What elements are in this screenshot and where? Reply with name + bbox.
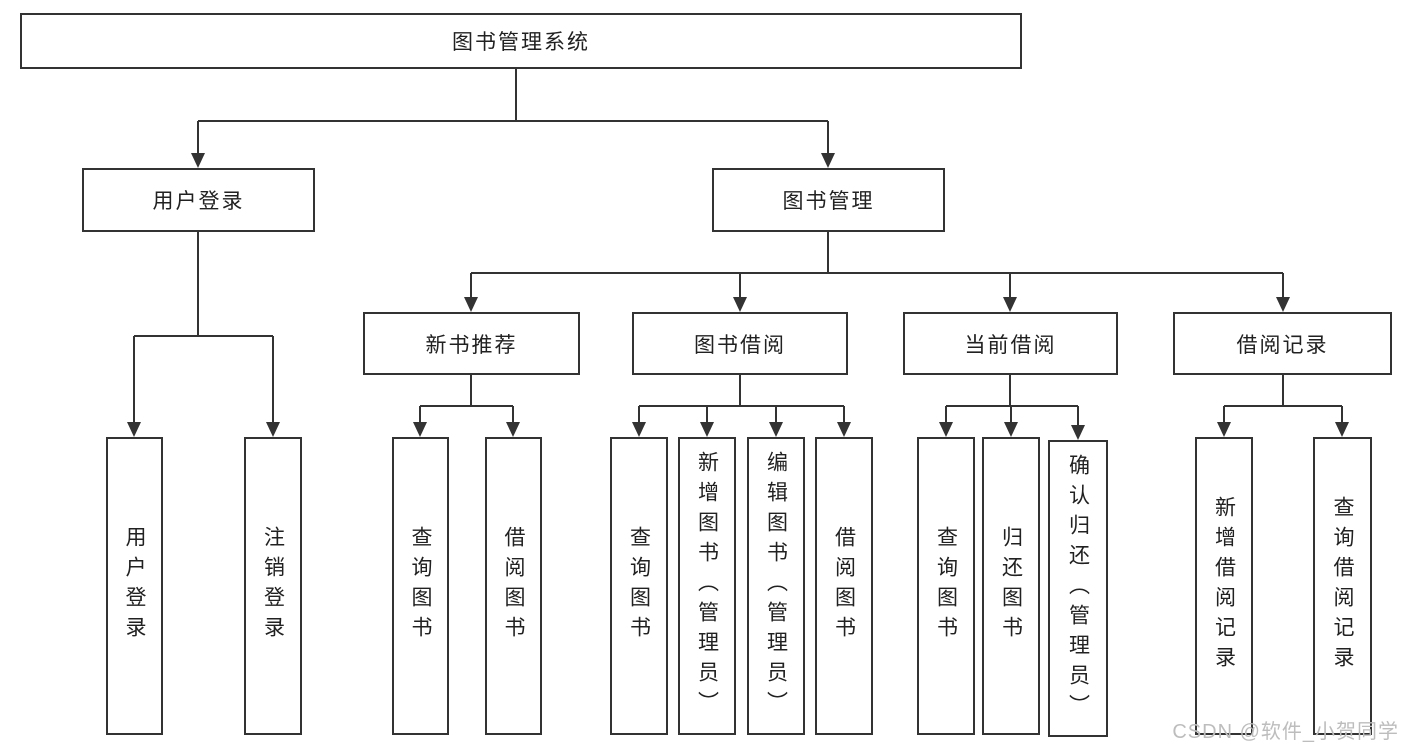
- node-new-book-recommend: 新书推荐: [363, 312, 580, 375]
- connector-root-to-level2: [197, 68, 829, 153]
- connector-level3-stubs: [470, 375, 1284, 406]
- leaf-recommend-query-books: 查询图书: [392, 437, 449, 735]
- connector-recommend-branch: [419, 405, 514, 423]
- leaf-logout: 注销登录: [244, 437, 302, 735]
- leaf-borrow-borrow-books: 借阅图书: [815, 437, 873, 735]
- arrowheads-userlogin: [127, 422, 280, 437]
- connector-bookborrow-branch: [638, 405, 845, 423]
- node-user-login: 用户登录: [82, 168, 315, 232]
- arrowheads-borrowrecords: [1217, 422, 1349, 437]
- connector-bookmgmt-to-level3: [470, 232, 1284, 298]
- leaf-current-confirm-return-admin: 确认归还（管理员）: [1048, 440, 1108, 737]
- node-current-borrow: 当前借阅: [903, 312, 1118, 375]
- leaf-recommend-borrow-books: 借阅图书: [485, 437, 542, 735]
- arrowheads-bookborrow: [632, 422, 851, 437]
- leaf-user-login: 用户登录: [106, 437, 163, 735]
- node-book-borrow: 图书借阅: [632, 312, 848, 375]
- node-book-management: 图书管理: [712, 168, 945, 232]
- node-borrow-records: 借阅记录: [1173, 312, 1392, 375]
- connector-currentborrow-branch: [945, 405, 1079, 426]
- arrowheads-currentborrow: [939, 422, 1085, 440]
- connector-borrowrecords-branch: [1223, 405, 1343, 423]
- node-root-library-system: 图书管理系统: [20, 13, 1022, 69]
- leaf-current-query-books: 查询图书: [917, 437, 975, 735]
- leaf-records-add-record: 新增借阅记录: [1195, 437, 1253, 735]
- leaf-current-return-books: 归还图书: [982, 437, 1040, 735]
- arrowheads-recommend: [413, 422, 520, 437]
- leaf-borrow-edit-books-admin: 编辑图书（管理员）: [747, 437, 805, 735]
- leaf-borrow-query-books: 查询图书: [610, 437, 668, 735]
- leaf-borrow-add-books-admin: 新增图书（管理员）: [678, 437, 736, 735]
- arrowheads-level3: [464, 297, 1290, 312]
- watermark-text: CSDN @软件_小贺同学: [1172, 721, 1399, 743]
- leaf-records-query-record: 查询借阅记录: [1313, 437, 1372, 735]
- connector-userlogin-branch: [133, 232, 274, 423]
- arrowheads-level2: [191, 153, 835, 168]
